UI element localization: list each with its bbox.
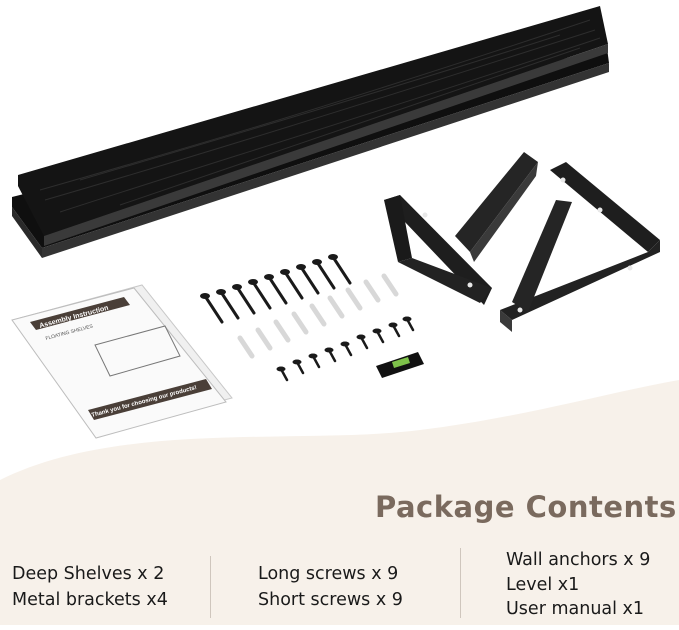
shelf-board-front <box>18 6 608 236</box>
shelf-board-back-edge <box>12 207 42 258</box>
long-screw <box>267 275 288 305</box>
contents-item: Short screws x 9 <box>258 590 403 610</box>
manual-shelf-drawing <box>94 325 181 377</box>
contents-column-3: Wall anchors x 9 Level x1 User manual x1 <box>506 548 650 622</box>
metal-bracket-right <box>500 162 660 332</box>
contents-item: Deep Shelves x 2 <box>12 564 165 584</box>
contents-column-1: Deep Shelves x 2 Metal brackets x4 <box>12 561 168 613</box>
manual-footer-bar <box>88 379 212 420</box>
shelf-board-back-side <box>42 63 609 258</box>
wall-anchor <box>345 287 363 311</box>
shelf-boards <box>12 6 609 258</box>
wood-grain <box>39 19 601 213</box>
long-screw <box>235 285 256 315</box>
contents-item: Wall anchors x 9 <box>506 550 651 570</box>
contents-column-2: Long screws x 9 Short screws x 9 <box>258 561 403 613</box>
contents-item: Metal brackets x4 <box>12 590 168 610</box>
column-divider <box>460 548 461 618</box>
shelf-board-front-side <box>44 44 608 246</box>
long-screw <box>283 270 304 300</box>
short-screw-heads <box>276 316 412 372</box>
user-manual: Assembly Instruction FLOATING SHELVES Th… <box>11 284 233 439</box>
contents-item: Level x1 <box>506 574 580 595</box>
long-screw <box>299 265 320 295</box>
long-screw <box>331 255 352 285</box>
long-screws <box>203 255 352 324</box>
wall-anchor <box>273 319 291 343</box>
beige-curve-background <box>0 380 679 625</box>
manual-page-front <box>11 287 227 439</box>
wall-anchor <box>381 273 399 297</box>
wall-anchor <box>291 311 309 335</box>
contents-item: Long screws x 9 <box>258 564 399 584</box>
wall-anchors <box>237 273 399 359</box>
long-screw-heads <box>200 254 338 299</box>
wall-anchor <box>255 327 273 351</box>
spirit-level <box>376 352 424 378</box>
wall-anchor <box>327 295 345 319</box>
long-screw <box>315 260 336 290</box>
wall-anchor <box>237 335 255 359</box>
wall-anchor <box>363 279 381 303</box>
metal-bracket-left <box>384 152 538 305</box>
column-divider <box>210 556 211 618</box>
long-screw <box>219 290 240 320</box>
long-screw <box>203 294 224 324</box>
long-screw <box>251 280 272 310</box>
package-contents-heading: Package Contents <box>375 490 677 524</box>
manual-title-bar <box>30 297 130 330</box>
wall-anchor <box>309 303 327 327</box>
contents-item: User manual x1 <box>506 599 645 619</box>
